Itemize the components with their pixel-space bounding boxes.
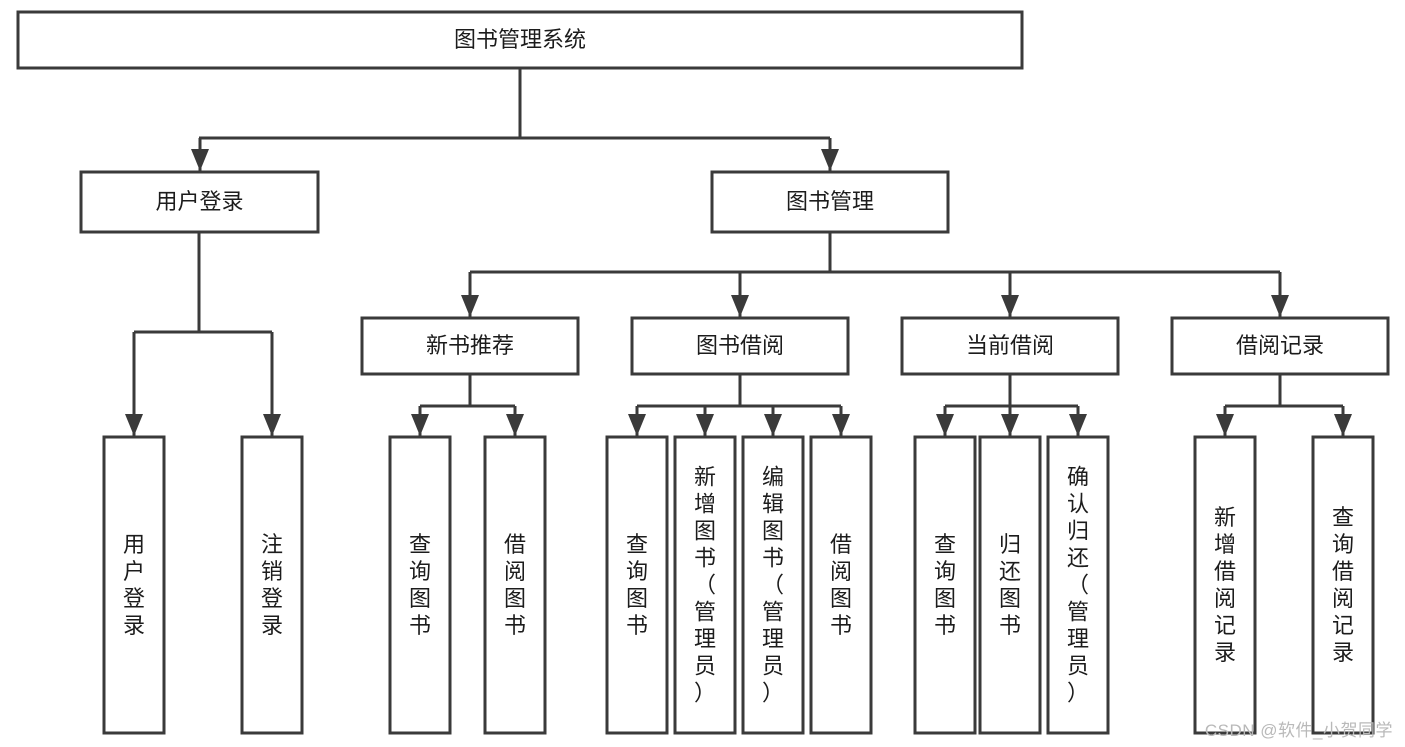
- node-bookmgr[interactable]: 图书管理: [710, 170, 950, 234]
- node-box-leaf-user-login[interactable]: [102, 435, 166, 735]
- node-box-leaf-new-borrow[interactable]: [483, 435, 547, 735]
- node-box-leaf-cur-confirm[interactable]: [1046, 435, 1110, 735]
- node-label-borrow: 图书借阅: [696, 333, 784, 358]
- node-label-leaf-cur-confirm: 确认归还（管理员）: [1067, 465, 1089, 706]
- node-label-leaf-user-logout: 注销登录: [261, 532, 283, 638]
- node-box-leaf-borrow-lend[interactable]: [809, 435, 873, 735]
- arrow-head-icon: [1216, 414, 1234, 436]
- arrow-head-icon: [1001, 295, 1019, 317]
- node-label-bookmgr: 图书管理: [786, 189, 874, 214]
- arrow-head-icon: [506, 414, 524, 436]
- node-box-borrow[interactable]: [630, 316, 850, 376]
- node-newbook[interactable]: 新书推荐: [360, 316, 580, 376]
- node-label-leaf-new-borrow: 借阅图书: [504, 532, 526, 638]
- node-label-leaf-borrow-add: 新增图书（管理员）: [694, 465, 716, 706]
- node-label-leaf-rec-add: 新增借阅记录: [1214, 505, 1236, 665]
- node-label-leaf-cur-query: 查询图书: [934, 532, 956, 638]
- node-box-leaf-user-logout[interactable]: [240, 435, 304, 735]
- node-label-newbook: 新书推荐: [426, 333, 514, 358]
- node-label-leaf-borrow-edit: 编辑图书（管理员）: [762, 465, 784, 706]
- node-box-leaf-borrow-query[interactable]: [605, 435, 669, 735]
- connector-layer: [125, 68, 1352, 436]
- node-login[interactable]: 用户登录: [79, 170, 320, 234]
- arrow-head-icon: [832, 414, 850, 436]
- node-box-newbook[interactable]: [360, 316, 580, 376]
- node-label-login: 用户登录: [155, 189, 243, 214]
- node-box-leaf-borrow-edit[interactable]: [741, 435, 805, 735]
- node-leaf-cur-confirm[interactable]: 确认归还（管理员）: [1046, 435, 1110, 735]
- node-leaf-user-logout[interactable]: 注销登录: [240, 435, 304, 735]
- node-label-leaf-new-query: 查询图书: [409, 532, 431, 638]
- node-box-leaf-cur-return[interactable]: [978, 435, 1042, 735]
- arrow-head-icon: [731, 295, 749, 317]
- node-box-leaf-borrow-add[interactable]: [673, 435, 737, 735]
- arrow-head-icon: [1334, 414, 1352, 436]
- node-box-current[interactable]: [900, 316, 1120, 376]
- node-label-current: 当前借阅: [966, 333, 1054, 358]
- arrow-head-icon: [936, 414, 954, 436]
- node-leaf-borrow-query[interactable]: 查询图书: [605, 435, 669, 735]
- node-leaf-borrow-add[interactable]: 新增图书（管理员）: [673, 435, 737, 735]
- arrow-head-icon: [263, 414, 281, 436]
- node-label-record: 借阅记录: [1236, 333, 1324, 358]
- node-layer: 图书管理系统用户登录图书管理新书推荐图书借阅当前借阅借阅记录用户登录注销登录查询…: [16, 10, 1390, 735]
- node-box-bookmgr[interactable]: [710, 170, 950, 234]
- node-leaf-cur-return[interactable]: 归还图书: [978, 435, 1042, 735]
- arrow-head-icon: [1001, 414, 1019, 436]
- node-box-leaf-rec-add[interactable]: [1193, 435, 1257, 735]
- node-label-leaf-cur-return: 归还图书: [999, 532, 1021, 638]
- arrow-head-icon: [461, 295, 479, 317]
- node-leaf-cur-query[interactable]: 查询图书: [913, 435, 977, 735]
- arrow-head-icon: [696, 414, 714, 436]
- arrow-head-icon: [821, 149, 839, 171]
- node-leaf-borrow-lend[interactable]: 借阅图书: [809, 435, 873, 735]
- node-box-leaf-rec-query[interactable]: [1311, 435, 1375, 735]
- node-label-leaf-borrow-query: 查询图书: [626, 532, 648, 638]
- node-label-root: 图书管理系统: [454, 27, 586, 52]
- node-borrow[interactable]: 图书借阅: [630, 316, 850, 376]
- arrow-head-icon: [125, 414, 143, 436]
- node-leaf-new-borrow[interactable]: 借阅图书: [483, 435, 547, 735]
- node-box-record[interactable]: [1170, 316, 1390, 376]
- node-leaf-borrow-edit[interactable]: 编辑图书（管理员）: [741, 435, 805, 735]
- node-box-login[interactable]: [79, 170, 320, 234]
- arrow-head-icon: [191, 149, 209, 171]
- node-current[interactable]: 当前借阅: [900, 316, 1120, 376]
- node-label-leaf-borrow-lend: 借阅图书: [830, 532, 852, 638]
- node-label-leaf-user-login: 用户登录: [123, 532, 145, 638]
- node-leaf-new-query[interactable]: 查询图书: [388, 435, 452, 735]
- arrow-head-icon: [1069, 414, 1087, 436]
- node-leaf-user-login[interactable]: 用户登录: [102, 435, 166, 735]
- arrow-head-icon: [628, 414, 646, 436]
- node-leaf-rec-add[interactable]: 新增借阅记录: [1193, 435, 1257, 735]
- node-label-leaf-rec-query: 查询借阅记录: [1332, 505, 1354, 665]
- arrow-head-icon: [764, 414, 782, 436]
- arrow-head-icon: [411, 414, 429, 436]
- node-leaf-rec-query[interactable]: 查询借阅记录: [1311, 435, 1375, 735]
- node-box-leaf-new-query[interactable]: [388, 435, 452, 735]
- arrow-head-icon: [1271, 295, 1289, 317]
- node-box-leaf-cur-query[interactable]: [913, 435, 977, 735]
- node-root[interactable]: 图书管理系统: [16, 10, 1024, 70]
- node-box-root[interactable]: [16, 10, 1024, 70]
- node-record[interactable]: 借阅记录: [1170, 316, 1390, 376]
